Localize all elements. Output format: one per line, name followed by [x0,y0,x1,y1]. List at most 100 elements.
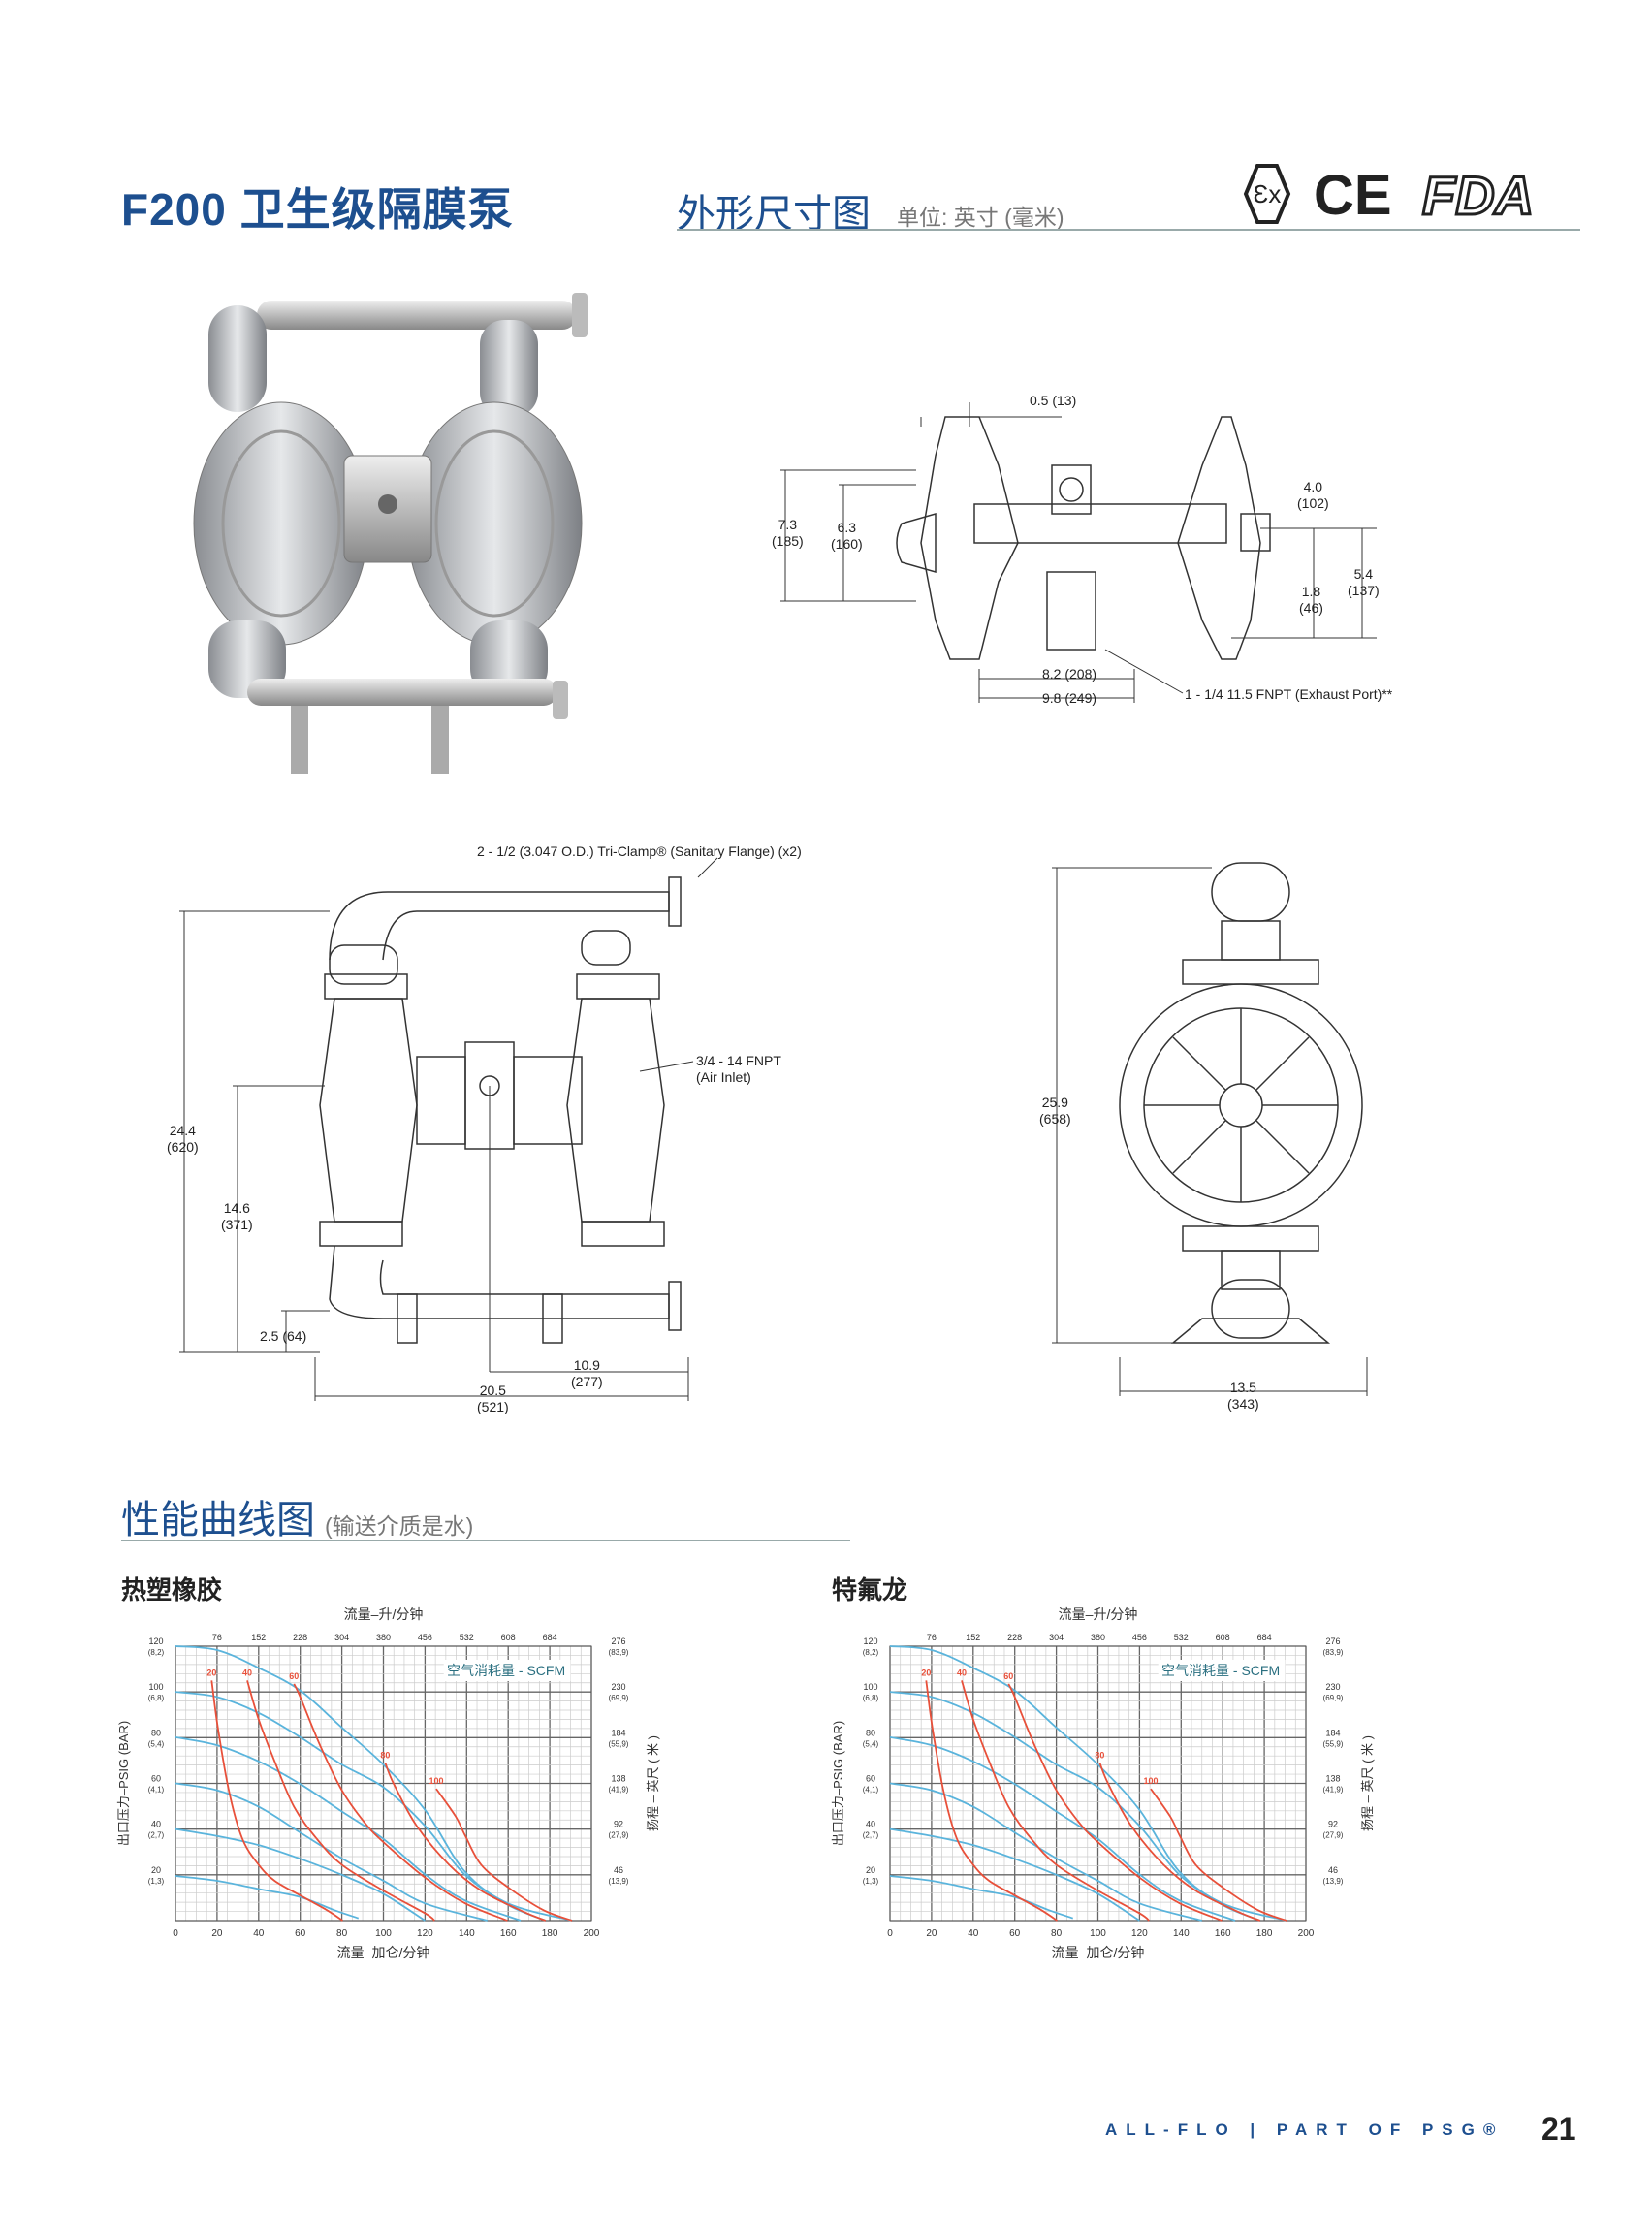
x-tick-label: 120 [1131,1928,1148,1939]
air-consumption-curve [925,1680,1058,1922]
ce-logo-icon: CE [1314,164,1392,227]
dim-label: 4.0 [1303,479,1323,494]
x-top-tick-label: 76 [212,1633,222,1642]
y-right-tick-label: 46 [614,1865,623,1875]
y-tick-sublabel: (6,8) [863,1694,879,1702]
dim-label: (371) [221,1217,253,1232]
legend-box [1158,1660,1286,1681]
y-right-tick-sublabel: (55,9) [1323,1739,1344,1748]
x-tick-label: 180 [542,1928,558,1939]
certification-logos: Ɛx CE FDA [1243,164,1536,228]
dim-label: (620) [167,1139,199,1155]
air-consumption-curve [210,1680,343,1922]
y-right-tick-label: 92 [1328,1820,1338,1829]
y-right-tick-sublabel: (83,9) [1323,1648,1344,1657]
performance-subtitle: (输送介质是水) [325,1513,474,1539]
dim-label: 25.9 [1041,1095,1068,1110]
air-consumption-curve [293,1683,508,1922]
top-view-drawing [780,402,1377,703]
pump-photo [193,293,588,774]
y-right-tick-label: 138 [611,1774,625,1784]
y-tick-label: 100 [863,1682,877,1692]
x-tick-label: 20 [926,1928,937,1939]
dim-label: 8.2 (208) [1042,666,1097,682]
x-top-tick-label: 152 [966,1633,980,1642]
x-top-tick-label: 684 [543,1633,557,1642]
air-consumption-curve [435,1788,573,1922]
dim-label: (343) [1227,1396,1259,1412]
dim-label: 6.3 [837,520,857,535]
y-right-tick-label: 230 [611,1682,625,1692]
y-tick-label: 60 [151,1774,161,1784]
y-tick-label: 80 [151,1728,161,1737]
x-top-tick-label: 304 [1049,1633,1064,1642]
unit-label: 单位: 英寸 (毫米) [897,205,1064,230]
x-tick-label: 0 [887,1928,893,1939]
footer-brand: ALL-FLO | PART OF PSG® [1105,2120,1505,2139]
x-tick-label: 160 [1215,1928,1231,1939]
air-curve-label: 80 [1095,1751,1104,1761]
air-curve-label: 80 [380,1751,390,1761]
y-right-tick-sublabel: (55,9) [609,1739,629,1748]
dim-label: (102) [1297,495,1329,511]
x-top-tick-label: 380 [1091,1633,1105,1642]
x-tick-label: 40 [253,1928,265,1939]
x-top-tick-label: 684 [1257,1633,1272,1642]
y-right-tick-sublabel: (41,9) [609,1786,629,1795]
x-tick-label: 140 [459,1928,475,1939]
dim-label: (658) [1039,1111,1071,1127]
air-consumption-curve [246,1680,435,1922]
y-tick-label: 40 [151,1820,161,1829]
y-tick-label: 120 [863,1636,877,1646]
x-axis-title: 流量–加仑/分钟 [337,1945,430,1960]
pressure-curve [175,1875,360,1920]
x-top-tick-label: 228 [293,1633,307,1642]
x-top-axis-title: 流量–升/分钟 [344,1606,424,1622]
dim-label: 14.6 [223,1200,250,1216]
y-tick-sublabel: (2,7) [863,1831,879,1840]
air-consumption-curve [1098,1763,1261,1922]
x-tick-label: 160 [500,1928,517,1939]
x-tick-label: 100 [375,1928,392,1939]
x-axis-title: 流量–加仑/分钟 [1052,1945,1145,1960]
legend-label: 空气消耗量 - SCFM [447,1663,565,1678]
x-top-tick-label: 76 [927,1633,937,1642]
air-curve-label: 40 [242,1668,252,1677]
dim-label: 10.9 [573,1357,600,1373]
product-title: F200 卫生级隔膜泵 [121,184,514,235]
dim-label: (185) [772,533,804,549]
air-curve-label: 60 [289,1671,299,1681]
dim-label: (277) [571,1374,603,1389]
dim-label: 5.4 [1353,566,1374,582]
y-right-tick-label: 276 [1325,1636,1340,1646]
air-inlet-label: (Air Inlet) [696,1069,751,1085]
x-tick-label: 60 [295,1928,306,1939]
y-tick-label: 80 [866,1728,875,1737]
y-tick-label: 20 [866,1865,875,1875]
pressure-curve [889,1735,1236,1922]
dimensions-title: 外形尺寸图 [677,193,871,236]
y-tick-label: 60 [866,1774,875,1784]
dim-label: 2.5 (64) [260,1328,307,1344]
y-right-tick-label: 138 [1325,1774,1340,1784]
y-tick-sublabel: (5,4) [863,1739,879,1748]
svg-text:FDA: FDA [1422,165,1534,226]
y-axis-title: 出口压力–PSIG (BAR) [116,1721,131,1846]
y-right-tick-sublabel: (13,9) [1323,1877,1344,1886]
y-right-tick-label: 276 [611,1636,625,1646]
performance-title: 性能曲线图 [121,1499,315,1541]
x-tick-label: 100 [1090,1928,1106,1939]
y-right-tick-sublabel: (41,9) [1323,1786,1344,1795]
dim-label: 24.4 [169,1123,196,1138]
y-right-axis-title: 扬程 – 英尺 ( 米 ) [646,1735,660,1831]
dim-label: (46) [1299,600,1323,616]
y-tick-label: 20 [151,1865,161,1875]
dim-label: (137) [1348,583,1380,598]
dim-label: 13.5 [1229,1380,1256,1395]
y-right-tick-label: 184 [611,1728,625,1737]
y-tick-sublabel: (1,3) [863,1877,879,1886]
x-top-tick-label: 304 [334,1633,349,1642]
flange-label: 2 - 1/2 (3.047 O.D.) Tri-Clamp® (Sanitar… [477,843,802,859]
